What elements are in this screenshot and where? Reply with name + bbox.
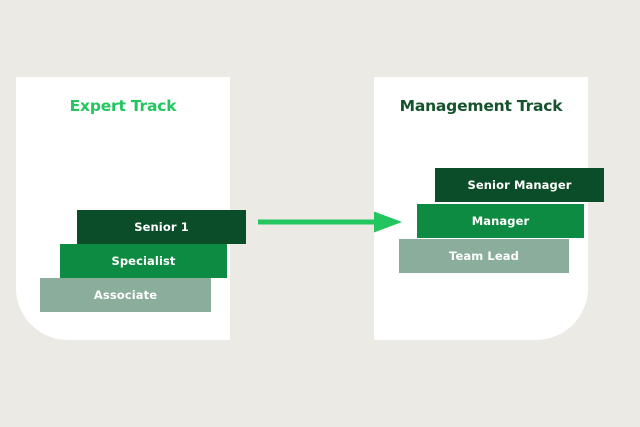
management-level-senior-manager[interactable]: Senior Manager: [435, 168, 604, 202]
expert-track-title: Expert Track: [69, 97, 177, 115]
expert-level-specialist[interactable]: Specialist: [60, 244, 227, 278]
management-level-manager[interactable]: Manager: [417, 204, 584, 238]
expert-level-senior-1[interactable]: Senior 1: [77, 210, 246, 244]
management-level-team-lead[interactable]: Team Lead: [399, 239, 569, 273]
arrow-right-icon: [258, 211, 402, 233]
management-track-title: Management Track: [399, 97, 563, 115]
expert-level-associate[interactable]: Associate: [40, 278, 211, 312]
